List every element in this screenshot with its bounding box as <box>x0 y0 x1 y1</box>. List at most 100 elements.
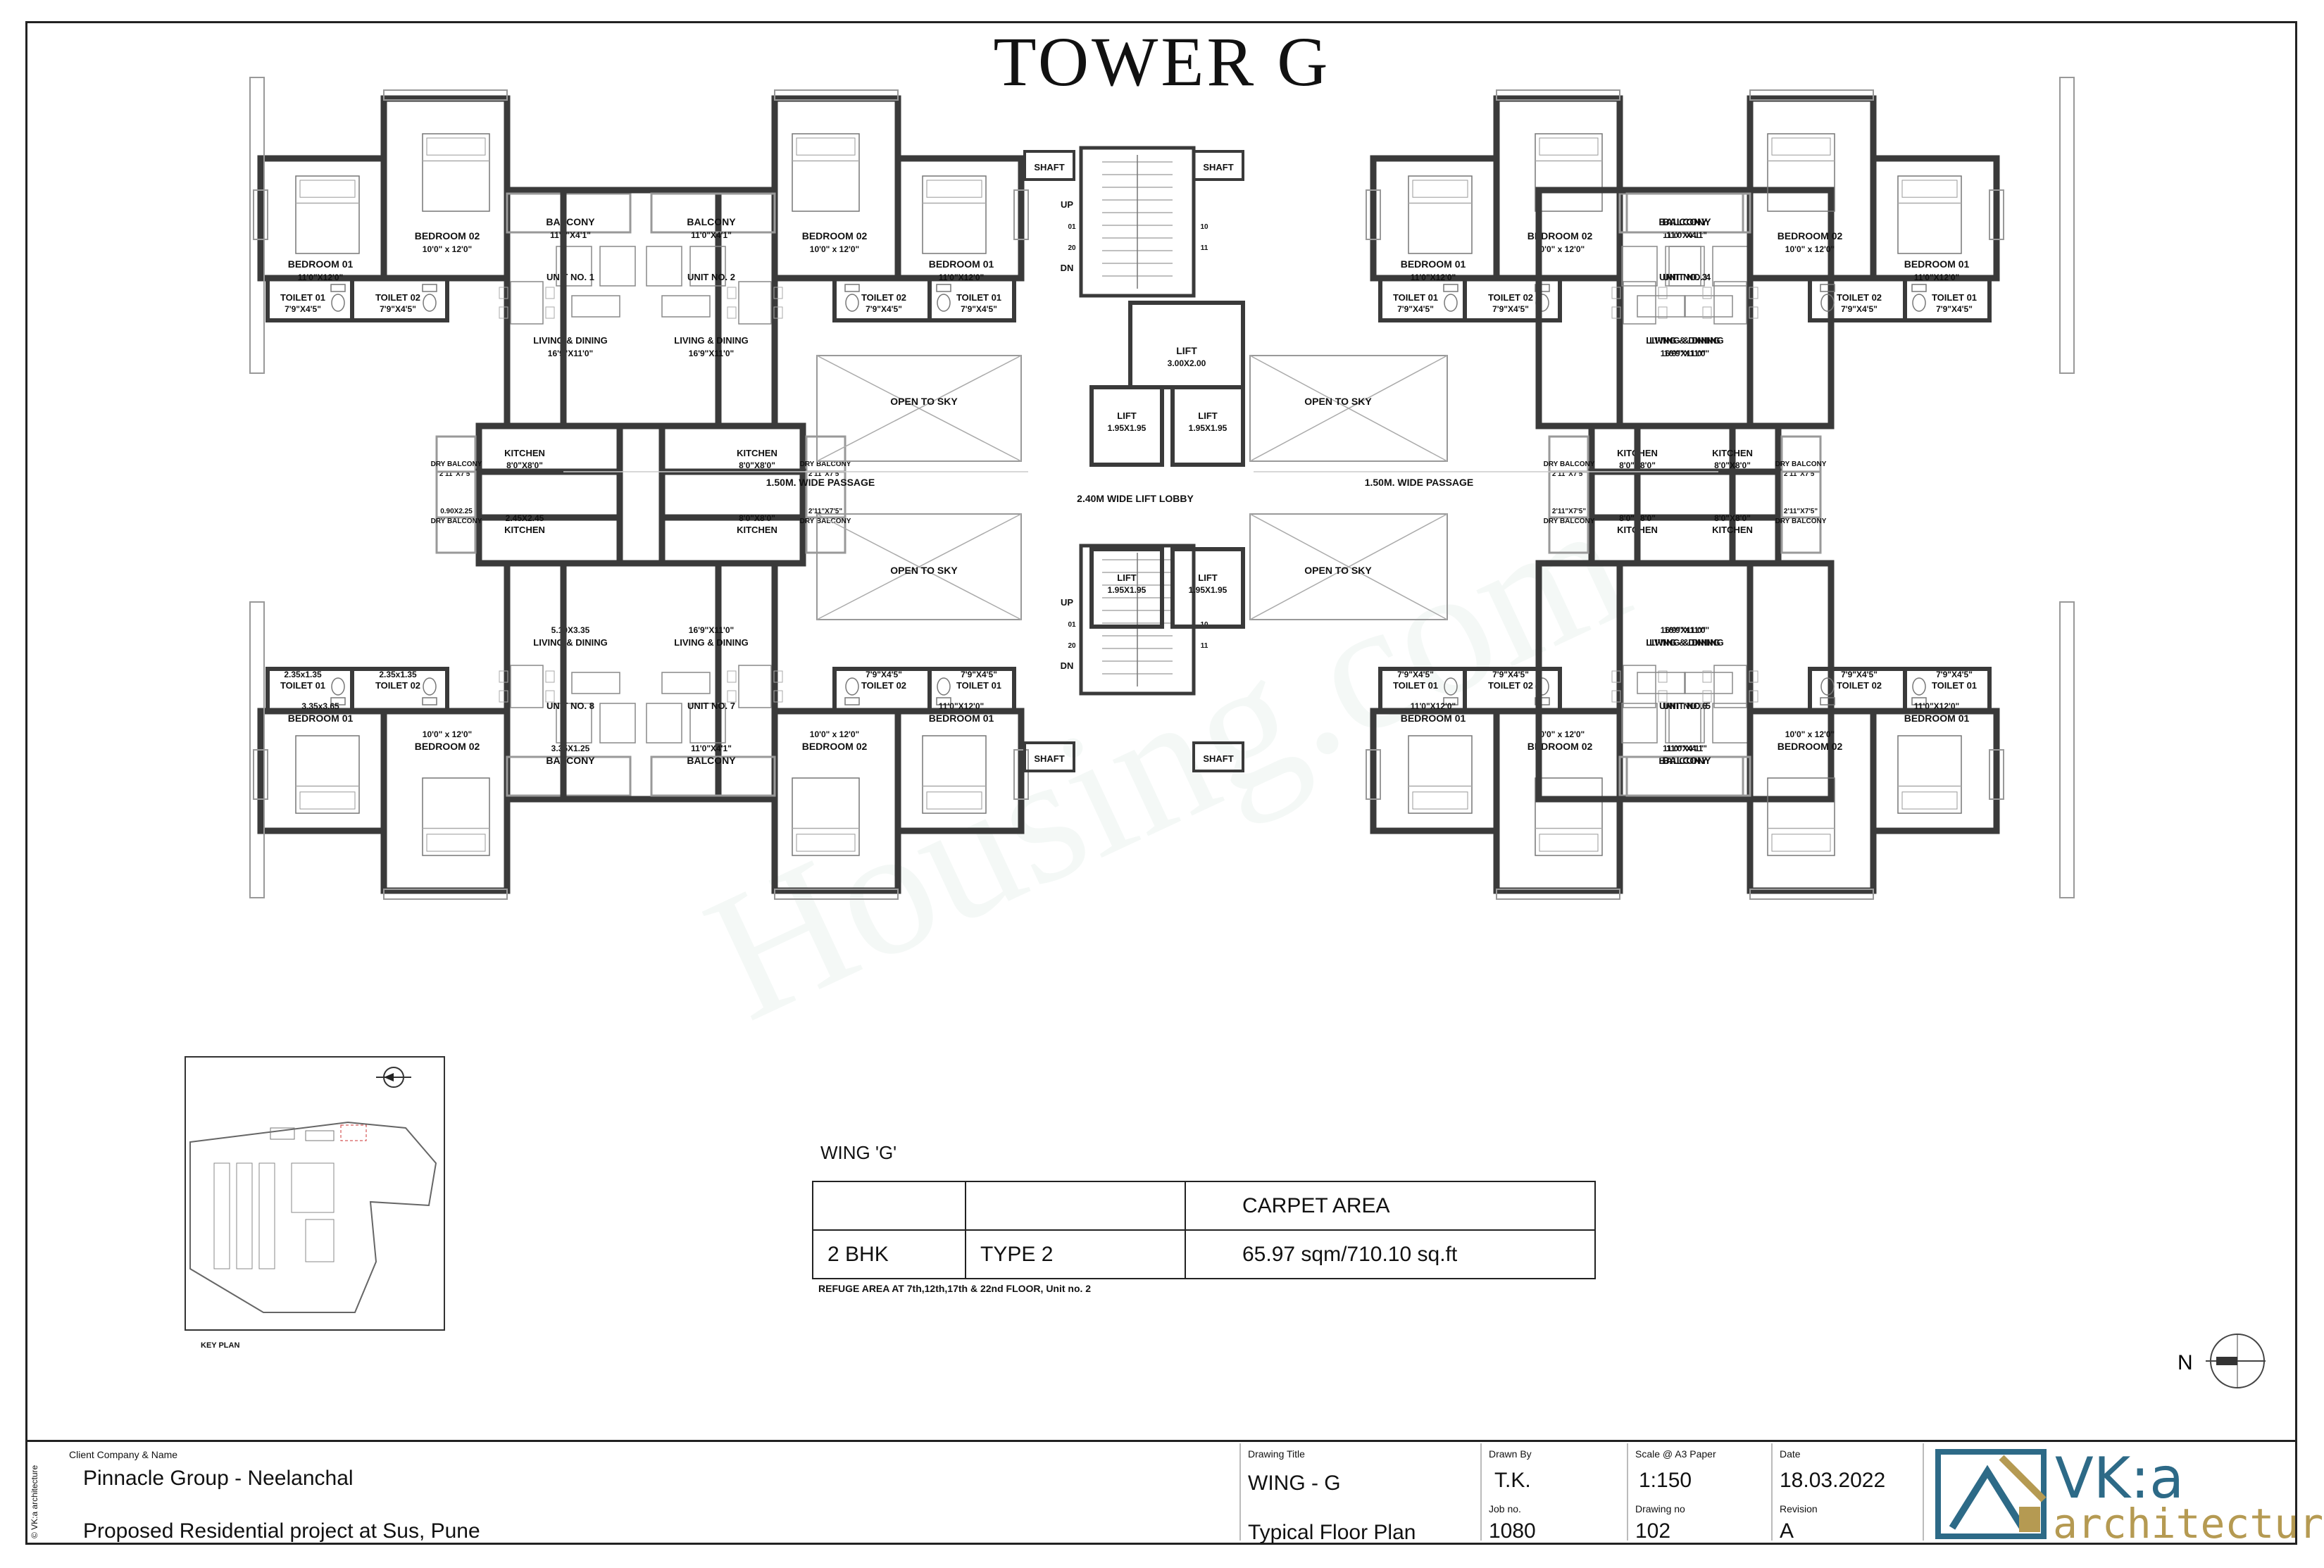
toilet-icon <box>1443 284 1458 312</box>
bed-pillow <box>1771 834 1831 852</box>
chair <box>1749 306 1758 319</box>
wc <box>331 294 345 312</box>
shaft-label: SHAFT <box>1034 753 1064 764</box>
sofa-piece <box>556 703 592 744</box>
balcony-size: 11'0"X4'1" <box>691 230 732 240</box>
bed-icon <box>295 175 360 254</box>
coffee-table <box>1684 672 1733 694</box>
kitchen-size: 8'0"X8'0" <box>739 513 775 523</box>
bed-frame <box>1767 133 1835 212</box>
toilet-02-walls <box>350 667 449 713</box>
lift-label: LIFT <box>1198 572 1217 583</box>
bedroom-02-label: BEDROOM 02 <box>802 230 868 242</box>
dry-balcony-size: 0.90X2.25 <box>440 508 473 515</box>
toilet-02-size: 7'9"X4'5" <box>1492 304 1529 314</box>
unit-number: UNIT NO. 8 <box>546 701 594 711</box>
bedroom-01-size: 11'0"X12'0" <box>1411 272 1456 282</box>
sofa-piece <box>556 246 592 287</box>
open-to-sky-cross <box>1249 355 1448 462</box>
bedroom-01-label: BEDROOM 01 <box>929 258 994 270</box>
balcony-size: 11'0"X4'1" <box>1663 744 1704 753</box>
chair <box>499 670 508 683</box>
coffee-table <box>1637 672 1686 694</box>
bedroom-02-size: 10'0" x 12'0" <box>1535 729 1585 739</box>
bed-frame <box>1767 777 1835 856</box>
toilet-icon <box>422 677 437 705</box>
drawing-no-value: 102 <box>1635 1519 1671 1543</box>
balcony-size: 11'0"X4'1" <box>1666 230 1707 240</box>
dry-balcony-size: 2'11"X7'5" <box>439 470 473 478</box>
coffee-table <box>1637 295 1686 318</box>
window <box>774 89 899 101</box>
bedroom-01-label: BEDROOM 01 <box>288 713 354 724</box>
kitchen-label: KITCHEN <box>737 525 777 535</box>
shaft-label: SHAFT <box>1034 162 1064 173</box>
unit-number: UNIT NO. 7 <box>687 701 735 711</box>
bedroom-02-label: BEDROOM 02 <box>1528 741 1593 752</box>
window <box>253 749 268 800</box>
balcony-size: 11'0"X4'1" <box>691 744 732 753</box>
wc <box>1912 677 1926 696</box>
carpet-area-value: 65.97 sqm/710.10 sq.ft <box>1185 1229 1596 1279</box>
window <box>1989 189 2004 240</box>
living-label: LIVING & DINING <box>674 335 748 346</box>
toilet-02-label: TOILET 02 <box>375 292 420 303</box>
dining-table-icon <box>1702 281 1758 325</box>
bed-frame <box>792 133 860 212</box>
chair <box>545 287 555 299</box>
step-number: 11 <box>1201 244 1208 252</box>
toilet-02-label: TOILET 02 <box>1488 292 1533 303</box>
cistern <box>1820 697 1835 705</box>
toilet-icon <box>936 284 951 312</box>
toilet-02-label: TOILET 02 <box>1837 292 1882 303</box>
toilet-01-label: TOILET 01 <box>1393 292 1438 303</box>
step-number: 01 <box>1068 223 1076 231</box>
balcony-label: BALCONY <box>687 755 736 766</box>
cistern <box>422 284 437 292</box>
dining-table <box>1713 665 1747 708</box>
bedroom-01-label: BEDROOM 01 <box>288 258 354 270</box>
cistern <box>844 697 860 705</box>
living-size: 16'9"X11'0" <box>689 349 734 358</box>
lift-small <box>1170 547 1245 629</box>
chair <box>727 670 737 683</box>
window <box>1013 189 1029 240</box>
bed-pillow <box>1771 137 1831 156</box>
bed-icon <box>422 133 490 212</box>
drawing-title: TOWER G <box>993 23 1331 101</box>
balcony-label: BALCONY <box>546 216 595 227</box>
dining-table-icon <box>1702 665 1758 708</box>
bed-icon <box>295 735 360 814</box>
toilet-02-label: TOILET 02 <box>861 292 906 303</box>
table-row: 2 BHK TYPE 2 65.97 sqm/710.10 sq.ft <box>812 1229 1596 1279</box>
client-name: Pinnacle Group - Neelanchal <box>83 1467 354 1490</box>
cistern <box>1535 284 1550 292</box>
bedroom-01-label: BEDROOM 01 <box>1401 713 1466 724</box>
step-number: 10 <box>1200 223 1208 231</box>
cistern <box>422 697 437 705</box>
divider <box>1627 1443 1628 1541</box>
date-label: Date <box>1780 1448 1801 1460</box>
open-to-sky-area <box>816 355 1022 462</box>
drawn-by-value: T.K. <box>1494 1469 1531 1492</box>
bed-frame <box>1897 175 1962 254</box>
bed-pillow <box>299 791 356 810</box>
lift-size: 1.95X1.95 <box>1189 423 1227 433</box>
sofa-piece <box>1712 703 1749 744</box>
bedroom-02-size: 10'0" x 12'0" <box>810 729 859 739</box>
shaft-label: SHAFT <box>1203 162 1233 173</box>
coffee-table <box>571 295 620 318</box>
balcony-label: BALCONY <box>687 216 736 227</box>
unit-number: UNIT NO. 4 <box>1663 272 1711 282</box>
window <box>774 889 899 900</box>
bedroom-01-size: 11'0"X12'0" <box>939 272 984 282</box>
bed-icon <box>922 175 987 254</box>
date-value: 18.03.2022 <box>1780 1469 1886 1492</box>
side-fin <box>2059 601 2075 898</box>
toilet-01-size: 7'9"X4'5" <box>1397 304 1434 314</box>
cistern <box>1911 697 1927 705</box>
